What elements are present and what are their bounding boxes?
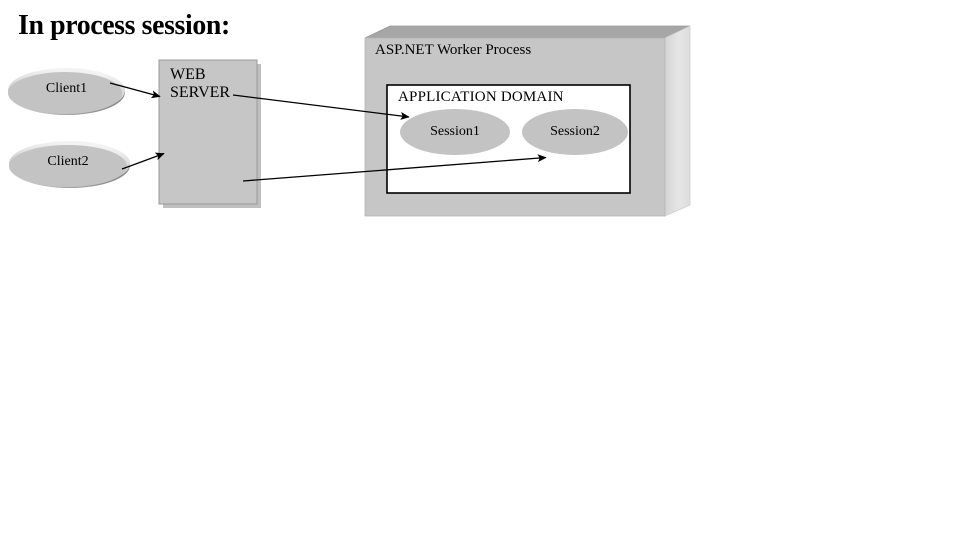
connector-client1-to-web-server: [109, 82, 161, 99]
connector-web-server-to-session1: [232, 94, 410, 120]
connector-client2-to-web-server: [121, 152, 165, 170]
session2-shape: [522, 109, 628, 155]
aspnet-worker-process-shape[interactable]: [364, 25, 691, 217]
session1-shape: [400, 109, 510, 155]
client2-shape[interactable]: [9, 141, 130, 188]
client1-shape[interactable]: [8, 68, 125, 115]
web-server-shape[interactable]: [158, 59, 261, 208]
connector-web-server-to-session2: [242, 154, 547, 182]
